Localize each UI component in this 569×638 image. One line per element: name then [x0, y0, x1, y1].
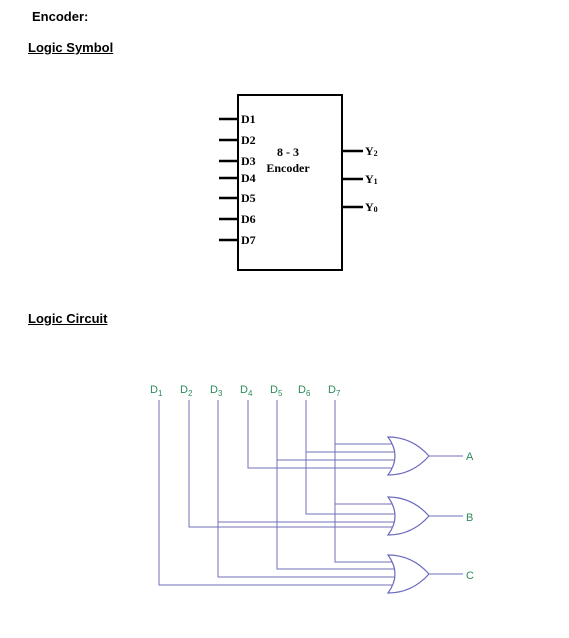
symbol-output-y0: Y0	[365, 200, 378, 214]
page-title: Encoder:	[32, 9, 89, 24]
wire-d7	[334, 400, 396, 563]
or-gate-b	[386, 496, 430, 536]
logic-circuit: D1 D2 D3 D4 D5 D6 D7	[150, 384, 474, 594]
circuit-input-d2: D2	[180, 384, 193, 398]
circuit-output-a: A	[466, 451, 474, 463]
circuit-input-d7: D7	[328, 384, 341, 398]
symbol-input-d2: D2	[241, 133, 256, 147]
circuit-input-d3: D3	[210, 384, 223, 398]
or-gate-c	[386, 554, 430, 594]
symbol-output-y1: Y1	[365, 172, 378, 186]
wire-d4	[247, 400, 396, 469]
circuit-input-d4: D4	[240, 384, 253, 398]
circuit-output-c: C	[466, 570, 474, 582]
or-gate-a	[386, 436, 430, 476]
encoder-block-label-2: Encoder	[266, 161, 310, 175]
symbol-output-y2: Y2	[365, 144, 378, 158]
logic-symbol-heading: Logic Symbol	[28, 40, 114, 55]
circuit-input-d5: D5	[270, 384, 283, 398]
symbol-input-d3: D3	[241, 154, 256, 168]
wire-d6	[305, 400, 396, 515]
symbol-input-d7: D7	[241, 233, 256, 247]
wire-d5	[276, 400, 395, 570]
circuit-output-b: B	[466, 512, 473, 524]
encoder-block-label-1: 8 - 3	[277, 145, 299, 159]
symbol-input-d5: D5	[241, 191, 256, 205]
wire-d1	[158, 400, 398, 586]
circuit-wires	[158, 400, 463, 586]
wire-d3	[217, 400, 396, 578]
logic-circuit-heading: Logic Circuit	[28, 311, 108, 326]
encoder-block	[237, 94, 343, 271]
logic-symbol: 8 - 3 Encoder D1 D2 D3 D4 D5 D6 D7 Y2 Y1…	[219, 94, 378, 271]
circuit-input-d6: D6	[298, 384, 311, 398]
symbol-input-d6: D6	[241, 212, 256, 226]
wire-d2	[188, 400, 398, 528]
symbol-input-d4: D4	[241, 171, 256, 185]
circuit-input-d1: D1	[150, 384, 163, 398]
symbol-input-d1: D1	[241, 112, 256, 126]
